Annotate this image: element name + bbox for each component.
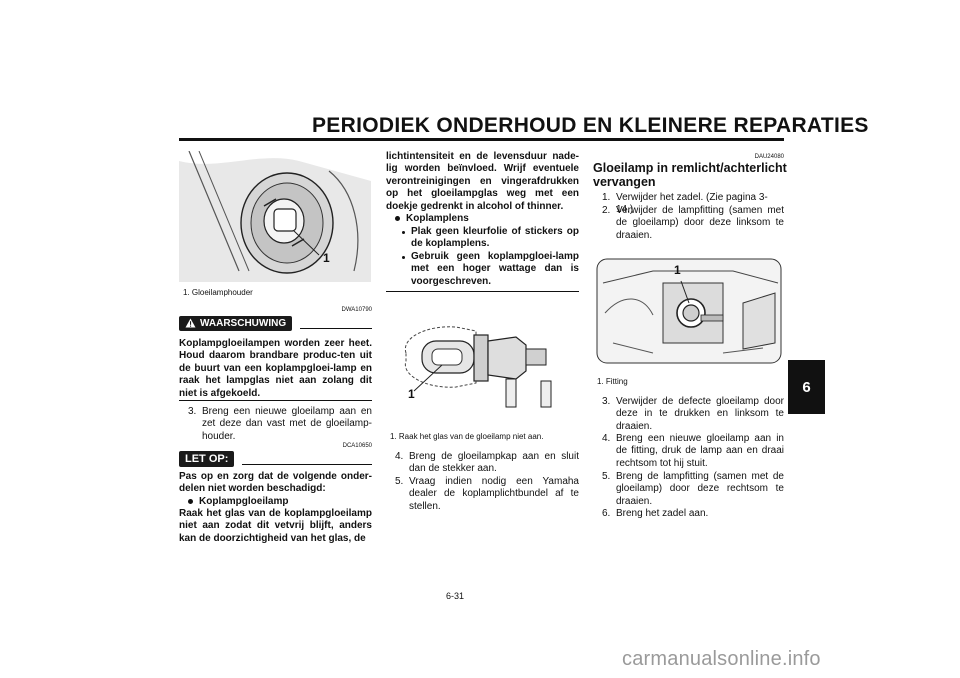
step-5-item: 5. Vraag indien nodig een Yamaha dealer …: [395, 476, 579, 513]
step-4-item: 4. Breng een nieuwe gloeilamp aan in de …: [602, 433, 784, 470]
note-intro: Pas op en zorg dat de volgende onder-del…: [179, 471, 372, 495]
step-3-item: 3. Verwijder de defecte gloeilamp door d…: [602, 396, 784, 433]
warning-triangle-icon: [185, 318, 196, 328]
section-heading-line-2: vervangen: [593, 175, 656, 189]
note-header: LET OP:: [179, 451, 372, 467]
step-number: 4.: [395, 451, 404, 462]
bullet-dot: [395, 215, 400, 221]
note-bullet-text: Koplampgloeilamp: [199, 496, 289, 507]
header-rule: [179, 138, 784, 141]
warning-badge: WAARSCHUWING: [179, 315, 293, 331]
chapter-tab: 6: [788, 360, 825, 414]
fitting-figure: 1: [593, 253, 785, 369]
sub-bullet-1: Plak geen kleurfolie of stickers op de k…: [402, 226, 579, 251]
step-text: Breng de gloeilampkap aan en sluit dan d…: [409, 451, 579, 475]
note-label: LET OP:: [185, 453, 229, 465]
warning-header: WAARSCHUWING: [179, 315, 372, 331]
step-number: 3.: [188, 406, 197, 417]
note-badge: LET OP:: [179, 451, 235, 467]
figure-caption: 1. Fitting: [597, 377, 628, 386]
section-code: DAU24080: [754, 154, 784, 160]
step-number: 1.: [602, 192, 611, 203]
step-5-item: 5. Breng de lampfitting (samen met de gl…: [602, 471, 784, 508]
figure-callout: 1: [323, 251, 330, 265]
note-text-continued: lichtintensiteit en de levensduur nade-l…: [386, 151, 579, 212]
section-heading: Gloeilamp in remlicht/achterlicht vervan…: [593, 161, 788, 189]
step-1-item: 1. Verwijder het zadel. (Zie pagina 3-14…: [602, 192, 784, 217]
page-title: PERIODIEK ONDERHOUD EN KLEINERE REPARATI…: [312, 114, 869, 137]
step-3-item: 3. Breng een nieuwe gloeilamp aan en zet…: [188, 406, 372, 443]
step-text: Breng een nieuwe gloeilamp aan in de fit…: [616, 433, 784, 469]
figure-callout: 1: [408, 387, 415, 401]
fitting-illustration: [596, 258, 782, 364]
note-bullet-item-2: Koplamplens: [395, 213, 579, 225]
step-text: Breng de lampfitting (samen met de gloei…: [616, 471, 784, 507]
watermark: carmanualsonline.info: [622, 648, 821, 670]
note-rule: [242, 463, 372, 465]
note-end-rule: [386, 291, 579, 292]
warning-label: WAARSCHUWING: [200, 317, 287, 329]
sub-bullet-2: Gebruik geen koplampgloei-lamp met een h…: [402, 251, 579, 288]
figure-caption: 1. Gloeilamphouder: [183, 288, 253, 297]
step-4-item: 4. Breng de gloeilampkap aan en sluit da…: [395, 451, 579, 476]
bullet-dot: [188, 498, 193, 504]
note-text: Raak het glas van de koplampgloeilamp ni…: [179, 508, 372, 544]
step-number: 3.: [602, 396, 611, 407]
step-text: Breng het zadel aan.: [616, 508, 709, 519]
warning-code: DWA10790: [341, 307, 372, 313]
step-number: 4.: [602, 433, 611, 444]
step-text: Vraag indien nodig een Yamaha dealer de …: [409, 476, 579, 512]
warning-end-rule: [179, 400, 372, 401]
step-number: 2.: [602, 205, 611, 216]
step-2-item: 2. Verwijder de lampfitting (samen met d…: [602, 205, 784, 242]
sub-bullet-text: Gebruik geen koplampgloei-lamp met een h…: [411, 251, 579, 287]
warning-rule: [300, 327, 372, 329]
note-bullet-text: Koplamplens: [406, 213, 469, 224]
figure-caption: 1. Raak het glas van de gloeilamp niet a…: [390, 432, 544, 441]
section-heading-line-1: Gloeilamp in remlicht/achterlicht: [593, 161, 787, 175]
step-text: Verwijder het zadel. (Zie pagina 3-14.): [616, 192, 768, 216]
page-number: 6-31: [446, 591, 465, 601]
step-6-item: 6. Breng het zadel aan.: [602, 508, 784, 520]
note-code: DCA10650: [342, 443, 372, 449]
step-text: Verwijder de defecte gloeilamp door deze…: [616, 396, 784, 432]
sub-bullet-text: Plak geen kleurfolie of stickers op de k…: [411, 226, 579, 250]
sub-bullet-dot: [402, 231, 405, 234]
bulb-figure: 1: [386, 313, 579, 425]
step-number: 6.: [602, 508, 611, 519]
step-text: Breng een nieuwe gloeilamp aan en zet de…: [202, 406, 372, 442]
step-number: 5.: [395, 476, 404, 487]
warning-text: Koplampgloeilampen worden zeer heet. Hou…: [179, 338, 372, 399]
step-text: Verwijder de lampfitting (samen met de g…: [616, 205, 784, 241]
sub-bullet-dot: [402, 256, 405, 259]
bulb-illustration: [404, 326, 552, 408]
step-number: 5.: [602, 471, 611, 482]
note-bullet-item: Koplampgloeilamp: [188, 496, 372, 508]
headlight-holder-illustration: [179, 151, 371, 282]
figure-callout: 1: [674, 263, 681, 277]
headlight-bulb-holder-figure: 1: [179, 151, 371, 282]
